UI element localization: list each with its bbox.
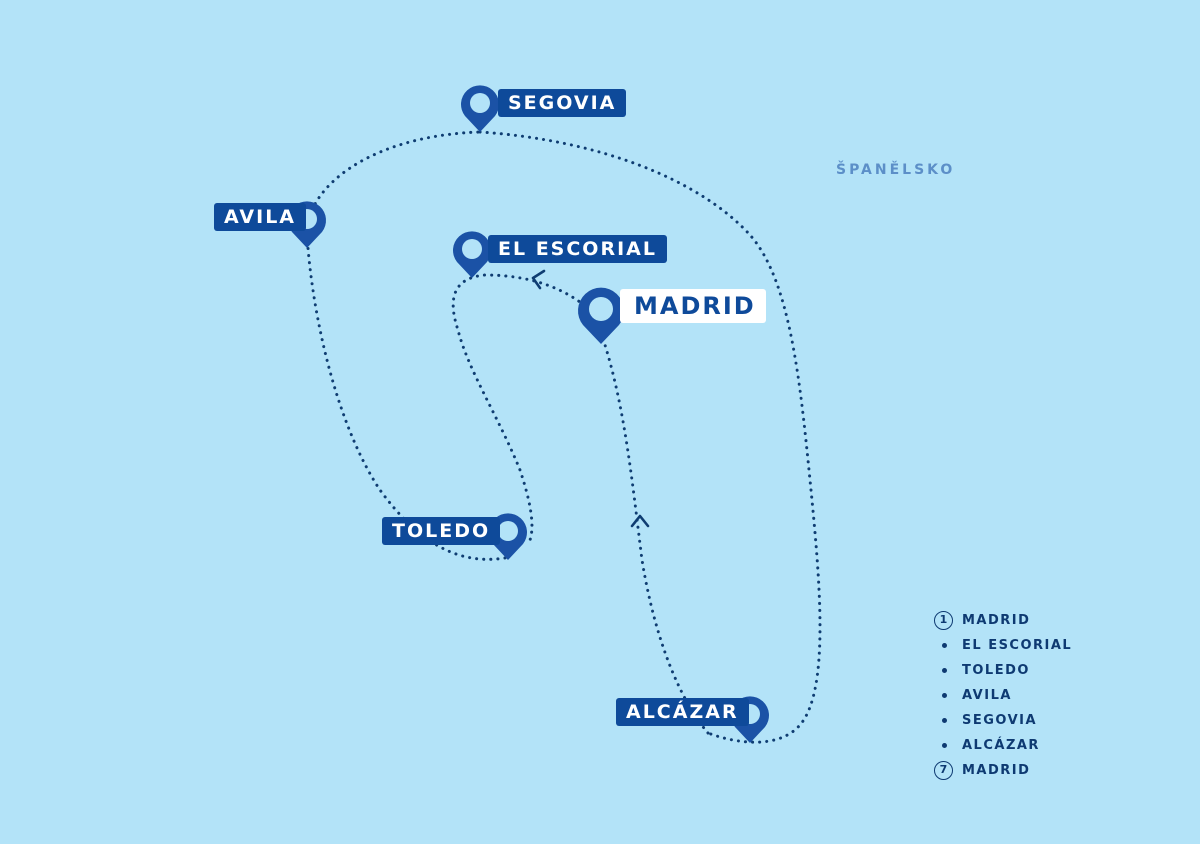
direction-arrow-icon	[630, 514, 650, 528]
bullet-icon	[942, 643, 947, 648]
route-alcazar-madrid	[603, 343, 710, 735]
map-pin-icon	[578, 287, 624, 344]
place-label-toledo: TOLEDO	[382, 517, 501, 545]
bullet-icon	[942, 718, 947, 723]
legend-item: TOLEDO	[934, 658, 1072, 683]
legend-item: AVILA	[934, 683, 1072, 708]
legend-item: SEGOVIA	[934, 708, 1072, 733]
place-label-avila: AVILA	[214, 203, 307, 231]
route-toledo-avila	[306, 246, 507, 561]
legend-item: ALCÁZAR	[934, 733, 1072, 758]
step-number-badge: 7	[934, 761, 953, 780]
bullet-icon	[942, 668, 947, 673]
route-segovia-alcazar	[478, 130, 822, 744]
route-madrid-el-escorial	[451, 273, 592, 542]
legend-item: EL ESCORIAL	[934, 633, 1072, 658]
place-label-madrid: MADRID	[620, 289, 766, 323]
bullet-icon	[942, 693, 947, 698]
place-label-alcazar: ALCÁZAR	[616, 698, 749, 726]
step-number-badge: 1	[934, 611, 953, 630]
place-label-segovia: SEGOVIA	[498, 89, 627, 117]
country-label: ŠPANĚLSKO	[836, 162, 956, 178]
place-label-el-escorial: EL ESCORIAL	[488, 235, 667, 263]
bullet-icon	[942, 743, 947, 748]
direction-arrow-icon	[531, 269, 546, 290]
route-avila-segovia	[310, 130, 482, 212]
map-pin-icon	[461, 85, 499, 132]
map-pin-icon	[453, 231, 491, 278]
